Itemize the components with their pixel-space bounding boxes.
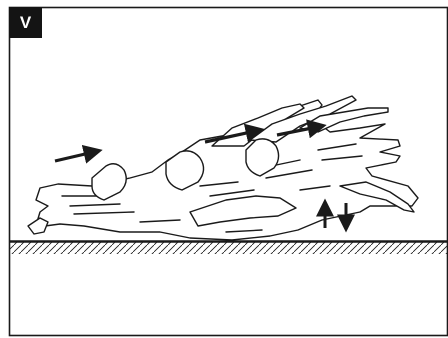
ground xyxy=(10,242,447,255)
fallen-tree xyxy=(28,96,418,240)
push-arrow-icon xyxy=(55,151,98,161)
step-label: V xyxy=(9,7,42,38)
